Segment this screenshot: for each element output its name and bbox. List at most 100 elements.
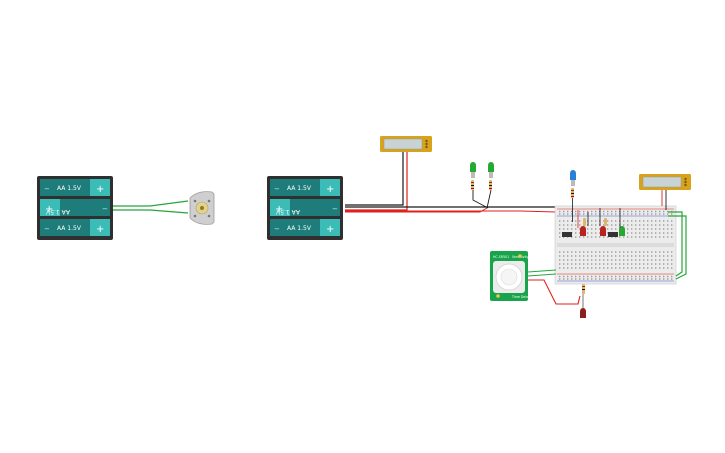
breadboard-hole bbox=[595, 220, 597, 222]
breadboard-hole bbox=[623, 255, 625, 257]
battery-pack-1[interactable]: − + AA 1.5V + − AA 1.5V − + AA 1.5V bbox=[37, 176, 113, 240]
breadboard-hole bbox=[567, 275, 569, 278]
breadboard-hole bbox=[643, 263, 645, 265]
breadboard-hole bbox=[575, 263, 577, 265]
breadboard-hole bbox=[587, 259, 589, 261]
breadboard-hole bbox=[571, 263, 573, 265]
breadboard-hole bbox=[603, 267, 605, 269]
led-red[interactable] bbox=[600, 226, 606, 236]
wire-green[interactable] bbox=[668, 215, 687, 280]
lcd-display-1[interactable] bbox=[380, 136, 432, 152]
wire-black[interactable] bbox=[486, 189, 492, 209]
breadboard-hole bbox=[575, 251, 577, 253]
breadboard-hole bbox=[595, 251, 597, 253]
breadboard-hole bbox=[567, 228, 569, 230]
breadboard-hole bbox=[611, 224, 613, 226]
wire-black[interactable] bbox=[345, 152, 404, 206]
breadboard-hole bbox=[603, 259, 605, 261]
breadboard-hole bbox=[595, 259, 597, 261]
led-red[interactable] bbox=[580, 294, 586, 318]
breadboard-hole bbox=[575, 232, 577, 234]
resistor[interactable] bbox=[489, 180, 492, 190]
wire-green[interactable] bbox=[668, 211, 683, 277]
led-blue[interactable] bbox=[570, 170, 576, 186]
breadboard-hole bbox=[671, 236, 673, 238]
breadboard-hole bbox=[635, 267, 637, 269]
wire-green[interactable] bbox=[527, 273, 557, 277]
wire-red[interactable] bbox=[528, 279, 581, 305]
breadboard-hole bbox=[563, 224, 565, 226]
wire-red[interactable] bbox=[345, 152, 408, 211]
breadboard-hole bbox=[611, 278, 613, 280]
breadboard-hole bbox=[623, 220, 625, 222]
breadboard-hole bbox=[619, 275, 621, 278]
lcd-display-2[interactable] bbox=[639, 174, 691, 190]
breadboard-hole bbox=[615, 224, 617, 226]
led-green[interactable] bbox=[619, 226, 625, 236]
breadboard-hole bbox=[627, 267, 629, 269]
breadboard-hole bbox=[603, 213, 605, 215]
pir-sensor[interactable]: HC-SR501 Sensitivity Time Delay bbox=[490, 251, 530, 301]
battery-cell-label: AA 1.5V bbox=[275, 208, 300, 215]
breadboard-hole bbox=[579, 251, 581, 253]
wire-red[interactable] bbox=[345, 210, 557, 213]
wire-green[interactable] bbox=[113, 200, 189, 214]
breadboard-hole bbox=[571, 251, 573, 253]
svg-text:−: − bbox=[44, 185, 50, 193]
resistor[interactable] bbox=[571, 188, 574, 198]
wire-green[interactable] bbox=[527, 269, 557, 273]
resistor[interactable] bbox=[471, 180, 474, 190]
breadboard-hole bbox=[639, 210, 641, 213]
dc-motor[interactable] bbox=[189, 191, 215, 225]
breadboard-hole bbox=[575, 236, 577, 238]
breadboard-hole bbox=[627, 251, 629, 253]
breadboard-hole bbox=[563, 275, 565, 278]
breadboard-hole bbox=[595, 228, 597, 230]
battery-cell: − + AA 1.5V bbox=[40, 179, 110, 196]
breadboard[interactable] bbox=[554, 205, 677, 285]
breadboard-hole bbox=[571, 220, 573, 222]
breadboard-hole bbox=[559, 255, 561, 257]
wire-red[interactable] bbox=[345, 207, 488, 213]
breadboard-hole bbox=[663, 228, 665, 230]
breadboard-hole bbox=[603, 255, 605, 257]
breadboard-hole bbox=[571, 213, 573, 215]
ic-chip[interactable] bbox=[562, 232, 572, 237]
breadboard-hole bbox=[611, 228, 613, 230]
breadboard-hole bbox=[587, 263, 589, 265]
breadboard-hole bbox=[623, 213, 625, 215]
breadboard-hole bbox=[583, 236, 585, 238]
breadboard-hole bbox=[631, 275, 633, 278]
breadboard-hole bbox=[667, 232, 669, 234]
breadboard-hole bbox=[567, 210, 569, 213]
breadboard-hole bbox=[655, 220, 657, 222]
led-red[interactable] bbox=[580, 226, 586, 236]
breadboard-hole bbox=[567, 278, 569, 280]
wire-black[interactable] bbox=[472, 190, 489, 209]
breadboard-hole bbox=[663, 220, 665, 222]
breadboard-hole bbox=[607, 228, 609, 230]
resistor[interactable] bbox=[604, 218, 607, 226]
ic-chip[interactable] bbox=[608, 232, 618, 237]
led-green[interactable] bbox=[470, 162, 476, 178]
breadboard-hole bbox=[615, 263, 617, 265]
breadboard-hole bbox=[563, 267, 565, 269]
breadboard-hole bbox=[591, 213, 593, 215]
breadboard-hole bbox=[635, 278, 637, 280]
breadboard-hole bbox=[587, 232, 589, 234]
breadboard-hole bbox=[651, 278, 653, 280]
breadboard-hole bbox=[643, 210, 645, 213]
resistor[interactable] bbox=[582, 284, 585, 294]
led-green[interactable] bbox=[488, 162, 494, 178]
breadboard-hole bbox=[567, 251, 569, 253]
breadboard-hole bbox=[587, 251, 589, 253]
breadboard-hole bbox=[607, 275, 609, 278]
breadboard-hole bbox=[651, 255, 653, 257]
breadboard-hole bbox=[595, 210, 597, 213]
breadboard-hole bbox=[567, 224, 569, 226]
resistor[interactable] bbox=[583, 218, 586, 226]
breadboard-hole bbox=[595, 278, 597, 280]
breadboard-hole bbox=[631, 267, 633, 269]
battery-pack-2[interactable]: − + AA 1.5V + − AA 1.5V − + AA 1.5V bbox=[267, 176, 343, 240]
breadboard-hole bbox=[603, 224, 605, 226]
